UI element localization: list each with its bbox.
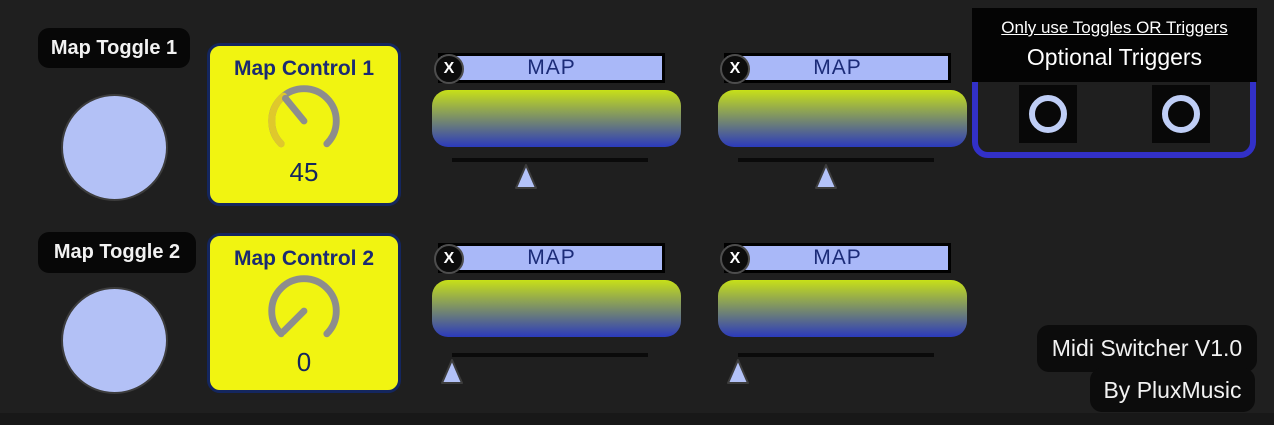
slider-zone (738, 158, 934, 192)
map-button[interactable]: MAP (724, 53, 951, 83)
trigger-button-1[interactable] (1019, 85, 1077, 143)
value-gradient-display (432, 280, 681, 337)
map-button[interactable]: MAP (438, 53, 665, 83)
value-gradient-display (718, 280, 967, 337)
clear-mapping-button[interactable]: X (434, 54, 464, 84)
slider-thumb[interactable] (514, 163, 538, 190)
map-toggle-2-label: Map Toggle 2 (38, 232, 196, 273)
map-control-1-knob[interactable] (260, 77, 348, 165)
slider-zone (452, 158, 648, 192)
slider-track[interactable] (738, 353, 934, 357)
slider-thumb[interactable] (726, 358, 750, 385)
map-control-2-knob[interactable] (260, 267, 348, 355)
clear-mapping-button[interactable]: X (720, 54, 750, 84)
device-byline: By PluxMusic (1090, 368, 1255, 412)
clear-mapping-button[interactable]: X (434, 244, 464, 274)
value-gradient-display (432, 90, 681, 147)
map-control-1-panel: Map Control 1 45 (207, 43, 401, 206)
map-control-2-value: 0 (296, 347, 312, 377)
map-slot-1: MAP X (432, 48, 684, 198)
triggers-title-text: Optional Triggers (1026, 44, 1203, 70)
map-button[interactable]: MAP (438, 243, 665, 273)
map-slot-3: MAP X (432, 238, 684, 388)
trigger-button-2[interactable] (1152, 85, 1210, 143)
map-slot-2: MAP X (718, 48, 970, 198)
slider-thumb[interactable] (814, 163, 838, 190)
device-title: Midi Switcher V1.0 (1037, 325, 1257, 372)
trigger-ring-icon (1029, 95, 1067, 133)
device-bottom-edge (0, 413, 1274, 425)
slider-track[interactable] (738, 158, 934, 162)
map-control-2-panel: Map Control 2 0 (207, 233, 401, 393)
slider-zone (727, 353, 934, 387)
triggers-warning-text: Only use Toggles OR Triggers (1001, 18, 1228, 37)
map-control-1-title: Map Control 1 (234, 57, 374, 80)
map-toggle-2-button[interactable] (61, 287, 168, 394)
map-toggle-1-button[interactable] (61, 94, 168, 201)
map-button[interactable]: MAP (724, 243, 951, 273)
trigger-ring-icon (1162, 95, 1200, 133)
map-control-2-title: Map Control 2 (234, 247, 374, 270)
optional-triggers-header: Only use Toggles OR Triggers Optional Tr… (972, 8, 1257, 82)
value-gradient-display (718, 90, 967, 147)
slider-zone (441, 353, 648, 387)
map-control-1-value: 45 (289, 157, 319, 187)
map-toggle-1-label: Map Toggle 1 (38, 28, 190, 68)
map-slot-4: MAP X (718, 238, 970, 388)
clear-mapping-button[interactable]: X (720, 244, 750, 274)
slider-thumb[interactable] (440, 358, 464, 385)
slider-track[interactable] (452, 158, 648, 162)
slider-track[interactable] (452, 353, 648, 357)
